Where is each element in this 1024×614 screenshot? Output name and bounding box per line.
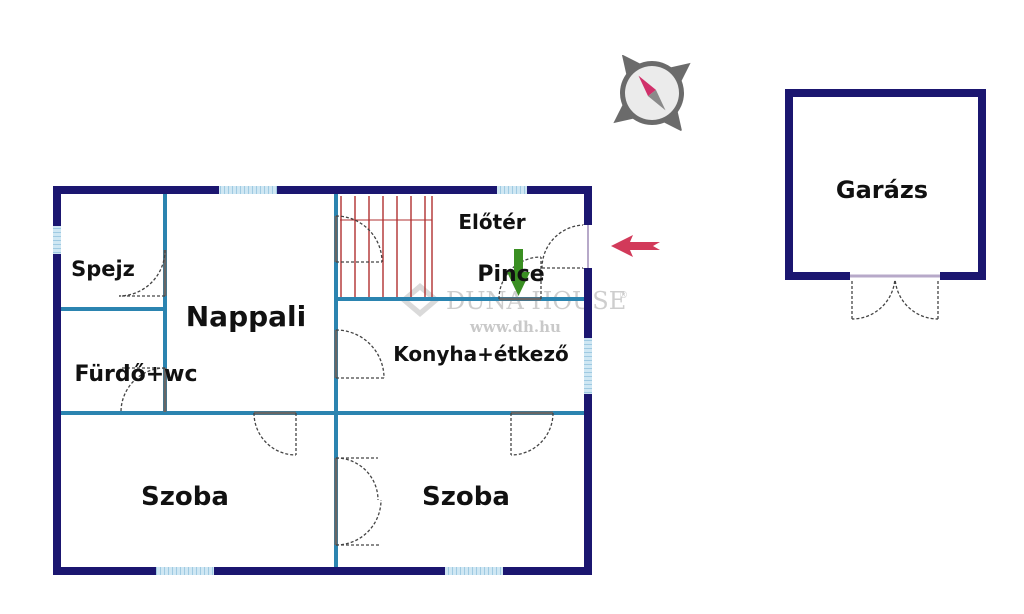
staircase [340, 196, 433, 297]
watermark-url: www.dh.hu [469, 318, 561, 336]
compass-letter-east: K [692, 56, 700, 66]
cellar-down-arrow-icon [507, 249, 530, 296]
compass-letter-south: D [680, 130, 687, 140]
compass-letter-north: É [618, 46, 624, 58]
watermark-registered: ® [619, 291, 628, 301]
room-label-garazs: Garázs [836, 176, 928, 204]
room-label-eloter: Előtér [458, 210, 525, 234]
room-label-furdo: Fürdő+wc [74, 362, 197, 387]
windows [53, 186, 592, 575]
compass-letter-west: NY [598, 122, 613, 132]
door-panels [163, 216, 938, 545]
compass-icon: É K D NY [598, 46, 700, 140]
room-label-szoba-left: Szoba [141, 482, 229, 512]
entry-arrow-icon [611, 235, 660, 257]
room-label-spejz: Spejz [71, 257, 135, 281]
door-swings [118, 215, 939, 546]
room-label-konyha: Konyha+étkező [393, 342, 569, 366]
room-label-pince: Pince [477, 262, 544, 287]
room-label-nappali: Nappali [186, 300, 307, 333]
watermark: DUNA HOUSE ® www.dh.hu [400, 283, 628, 336]
room-label-szoba-right: Szoba [422, 482, 510, 512]
